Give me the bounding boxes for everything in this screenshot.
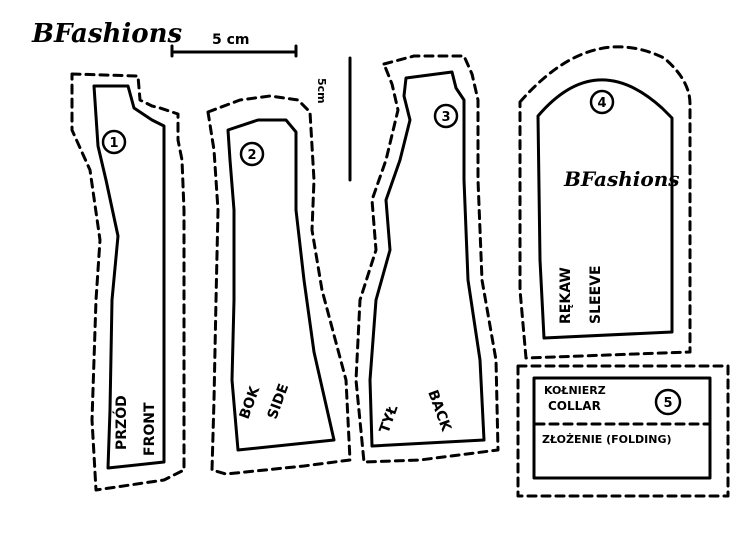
cut-line-back <box>368 70 486 448</box>
pattern-piece-collar: KOŁNIERZ COLLAR 5 ZŁOŻENIE (FOLDING) <box>516 364 730 498</box>
brand-logo-sleeve: BFashions <box>563 167 680 191</box>
scale-label-horizontal: 5 cm <box>212 32 250 48</box>
pattern-piece-back: 3 TYŁ BACK <box>354 54 500 464</box>
seam-allowance-back <box>354 54 500 464</box>
piece-number-circle-2 <box>239 141 265 167</box>
seam-allowance-side <box>206 94 352 476</box>
piece-number-circle-1 <box>101 129 127 155</box>
seam-allowance-collar <box>516 364 730 498</box>
piece-number-circle-5 <box>654 388 682 416</box>
piece-label-en-front: FRONT <box>142 402 158 456</box>
brand-logo-top: BFashions <box>31 19 183 49</box>
piece-number-4: 4 <box>597 96 606 111</box>
piece-number-2: 2 <box>247 148 256 163</box>
piece-label-pl-front: PRZÓD <box>112 395 130 450</box>
piece-label-pl-collar: KOŁNIERZ <box>544 384 606 397</box>
seam-allowance-sleeve <box>518 45 692 360</box>
piece-number-3: 3 <box>441 110 450 125</box>
piece-number-circle-4 <box>589 89 615 115</box>
pattern-piece-side: 2 BOK SIDE <box>206 94 352 476</box>
piece-label-pl-sleeve: RĘKAW <box>558 267 574 324</box>
scale-label-vertical: 5cm <box>315 78 328 104</box>
cut-line-front <box>92 84 166 470</box>
piece-label-en-sleeve: SLEEVE <box>588 265 604 324</box>
piece-number-5: 5 <box>663 396 672 411</box>
pattern-piece-sleeve: 4 BFashions RĘKAW SLEEVE <box>518 45 692 360</box>
seam-allowance-front <box>70 72 186 492</box>
cut-line-sleeve <box>536 78 674 340</box>
fold-note-collar: ZŁOŻENIE (FOLDING) <box>542 432 672 446</box>
pattern-piece-front: 1 PRZÓD FRONT <box>70 72 186 492</box>
piece-number-1: 1 <box>109 136 118 151</box>
cut-line-side <box>226 118 336 452</box>
piece-number-circle-3 <box>433 103 459 129</box>
piece-label-en-collar: COLLAR <box>548 399 601 413</box>
cut-line-collar <box>532 376 712 480</box>
